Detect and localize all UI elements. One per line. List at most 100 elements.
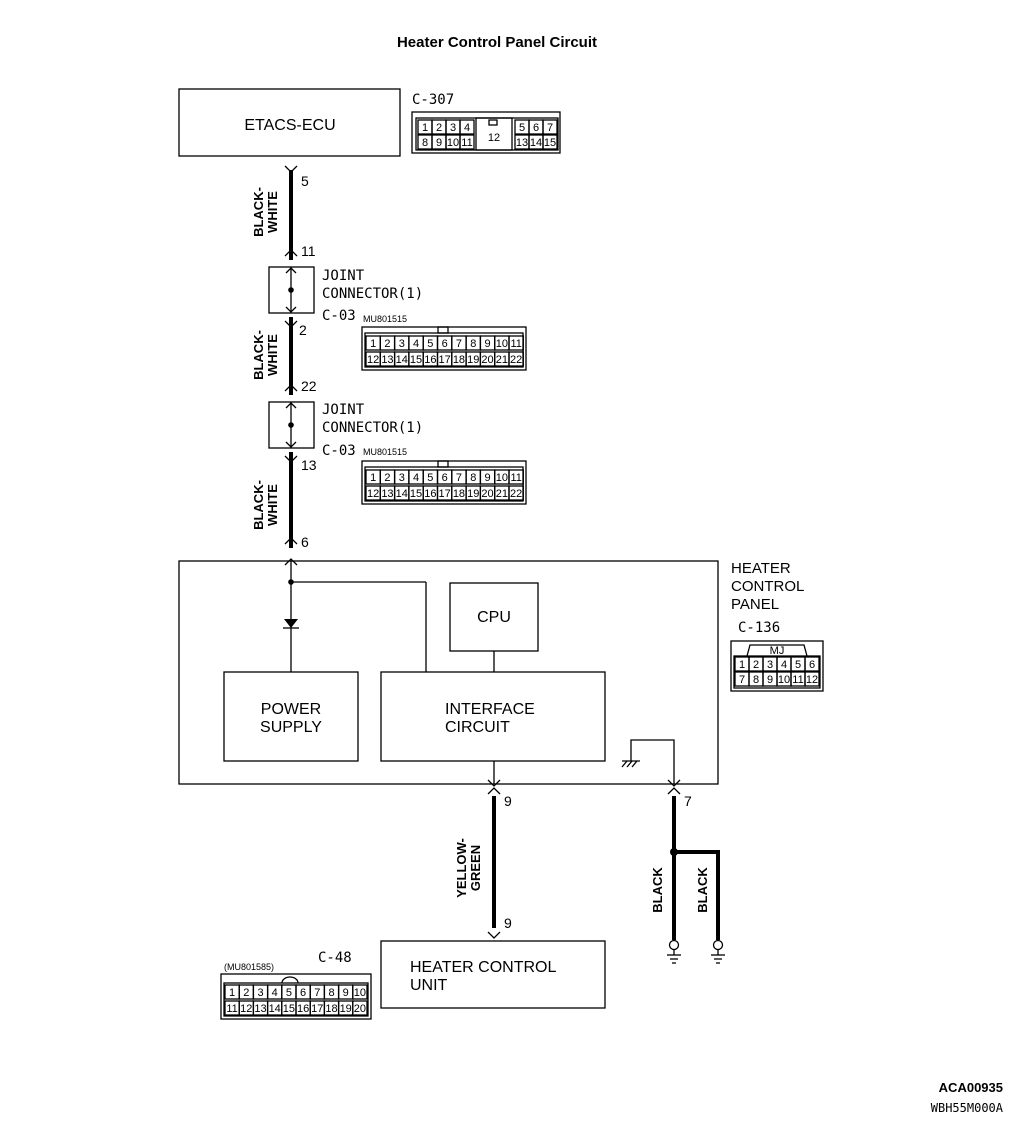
joint-connector-2 [268,401,315,449]
c03b-pin-8: 8 [470,472,476,484]
c03b-pin-18: 18 [453,488,465,500]
c136-pin-7: 7 [739,674,745,686]
c03b-pin-15: 15 [410,488,422,500]
joint1-label-line1: JOINT [322,268,365,284]
pin-hcu-9: 9 [504,915,512,931]
c136-pin-6: 6 [809,659,815,671]
c03a-pin-7: 7 [456,338,462,350]
wire-color-label-black-1: BLACK [650,867,665,913]
c307-pin-2: 2 [436,122,442,134]
joint1-connector-id: C-03 [322,308,356,324]
c136-label: C-136 [738,620,780,636]
c307-pin-11: 11 [461,137,472,149]
c307-pin-3: 3 [450,122,456,134]
c48-pin-15: 15 [283,1003,295,1015]
panel-label-line1: HEATER [731,560,791,577]
c03b-pin-11: 11 [510,472,521,484]
wire-color-label-3: BLACK-WHITE [251,480,280,530]
heater-control-unit-box [380,940,606,1009]
c03a-pin-13: 13 [381,354,393,366]
cpu-box [449,582,539,652]
c03b-pin-6: 6 [442,472,448,484]
c307-pin-13: 13 [516,137,528,149]
c03b-pin-20: 20 [481,488,493,500]
interface-circuit-box [380,671,606,762]
c48-pin-13: 13 [254,1003,266,1015]
interface-circuit-label-line2: CIRCUIT [445,719,510,736]
c03a-pin-4: 4 [413,338,419,350]
c03b-pin-10: 10 [496,472,508,484]
c307-pin-9: 9 [436,137,442,149]
c307-label: C-307 [412,92,454,108]
hcu-label-line1: HEATER CONTROL [410,959,556,976]
c48-pin-7: 7 [314,987,320,999]
c03a-pin-18: 18 [453,354,465,366]
c136-pin-1: 1 [739,659,745,671]
c307-pin-5: 5 [519,122,525,134]
c03a-pin-8: 8 [470,338,476,350]
wire-color-label-black-2: BLACK [695,867,710,913]
joint2-label-line2: CONNECTOR(1) [322,420,423,436]
c03b-pin-14: 14 [396,488,408,500]
c307-pin-7: 7 [547,122,553,134]
c03b-pin-3: 3 [399,472,405,484]
wire-color-label-1: BLACK-WHITE [251,187,280,237]
c03a-pin-16: 16 [424,354,436,366]
c48-pin-4: 4 [272,987,278,999]
ground-icon-2 [711,939,725,964]
c03a-pin-12: 12 [367,354,379,366]
pin-joint2-13: 13 [301,457,317,473]
pin-joint1-2: 2 [299,322,307,338]
c48-pin-17: 17 [311,1003,323,1015]
c307-pin-1: 1 [422,122,428,134]
c03a-pin-19: 19 [467,354,479,366]
c03b-pin-4: 4 [413,472,419,484]
c03b-pin-12: 12 [367,488,379,500]
footer-code-2: WBH55M000A [931,1101,1004,1115]
pin-etacs-5: 5 [301,173,309,189]
panel-label-line3: PANEL [731,596,779,613]
c03b-pin-1: 1 [370,472,376,484]
c03b-pin-5: 5 [427,472,433,484]
power-supply-label-line1: POWER [261,701,321,718]
c48-pin-2: 2 [243,987,249,999]
c48-pin-10: 10 [354,987,366,999]
c03b-pin-17: 17 [439,488,451,500]
c48-pin-1: 1 [229,987,235,999]
wire-black-ground-2 [674,850,720,940]
c307-pin-15: 15 [544,137,556,149]
c136-pin-9: 9 [767,674,773,686]
c03b-pin-7: 7 [456,472,462,484]
c48-pin-16: 16 [297,1003,309,1015]
c03b-pin-21: 21 [496,488,508,500]
c48-pin-8: 8 [328,987,334,999]
joint-connector-1 [268,266,315,314]
c48-label: C-48 [318,950,352,966]
panel-label-line2: CONTROL [731,578,804,595]
c03b-pin-22: 22 [510,488,522,500]
c03a-pin-17: 17 [439,354,451,366]
c307-pin-10: 10 [447,137,459,149]
c307-pin-12: 12 [488,132,500,144]
c136-mj-label: MJ [770,645,785,657]
c03a-pin-6: 6 [442,338,448,350]
c48-pin-14: 14 [269,1003,281,1015]
c03a-pin-11: 11 [510,338,521,350]
wire-color-label-yellow-green: YELLOW-GREEN [454,838,483,898]
c03a-pin-10: 10 [496,338,508,350]
c03b-pin-19: 19 [467,488,479,500]
joint1-part-number: MU801515 [363,314,407,324]
power-supply-box [223,671,359,762]
wire-color-label-2: BLACK-WHITE [251,330,280,380]
etacs-ecu-box [178,88,401,157]
c48-pin-19: 19 [340,1003,352,1015]
cpu-label: CPU [477,609,511,626]
c136-pin-5: 5 [795,659,801,671]
c136-pin-4: 4 [781,659,787,671]
hcu-label-line2: UNIT [410,977,448,994]
